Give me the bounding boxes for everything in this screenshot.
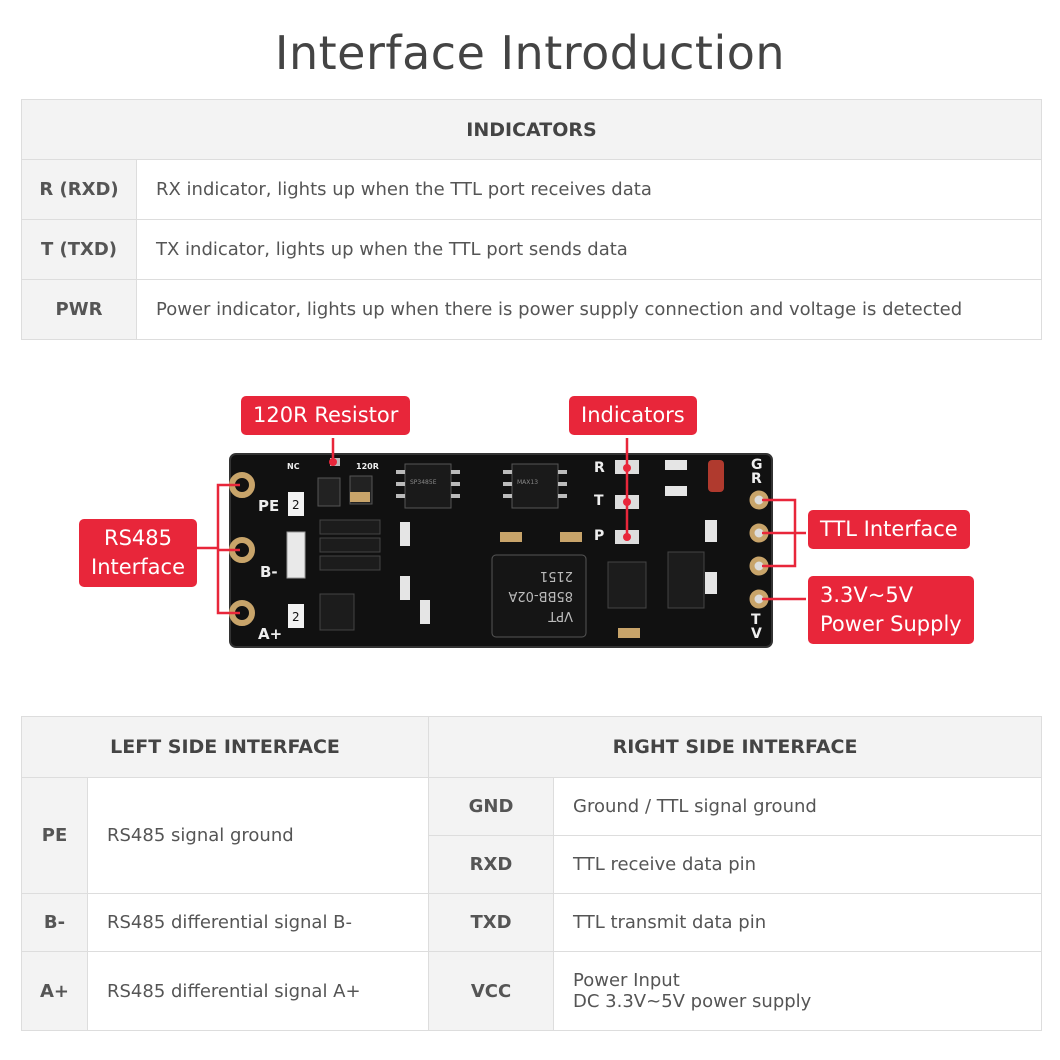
table-row: T (TXD) TX indicator, lights up when the…: [21, 219, 1043, 280]
resistor-2-top: [288, 492, 304, 516]
ic-pins: [396, 470, 567, 498]
table-row: PWR Power indicator, lights up when ther…: [21, 279, 1043, 340]
left-key: B-: [21, 893, 88, 952]
silk-nc: NC: [287, 462, 300, 471]
resistor-2-bottom: [288, 604, 304, 628]
ic-soic-isolator: [511, 463, 559, 509]
indicator-key: PWR: [21, 279, 137, 340]
left-key: A+: [21, 951, 88, 1031]
indicators-header: INDICATORS: [20, 99, 1043, 160]
callout-120r-resistor: 120R Resistor: [241, 396, 411, 435]
left-side-header: LEFT SIDE INTERFACE: [20, 716, 430, 778]
right-desc: Ground / TTL signal ground: [553, 777, 1043, 836]
transformer-text-1: VPT: [548, 608, 573, 623]
capacitor-2: [560, 532, 582, 542]
table-row: RXD TTL receive data pin: [22, 835, 1043, 894]
dot-ind-p: [623, 533, 631, 541]
ic-sot-3: [319, 593, 355, 631]
transformer-vpt: [491, 554, 587, 638]
left-desc: RS485 signal ground: [86, 777, 430, 894]
ic-soic-isolator-label: MAX13: [517, 479, 538, 486]
right-desc-line1: Power Input: [573, 970, 680, 991]
small-resistors: [400, 460, 717, 624]
ic-sot-1: [317, 477, 341, 507]
callout-power-supply: 3.3V~5V Power Supply: [808, 576, 974, 644]
left-desc: RS485 differential signal A+: [86, 951, 430, 1031]
dot-ind-r: [623, 464, 631, 472]
capacitor-1: [500, 532, 522, 542]
table-row: R (RXD) RX indicator, lights up when the…: [21, 159, 1043, 220]
table-row: B- RS485 differential signal B- TXD TTL …: [21, 893, 1043, 952]
left-desc: RS485 differential signal B-: [86, 893, 430, 952]
interfaces-table: LEFT SIDE INTERFACE RIGHT SIDE INTERFACE…: [20, 716, 1043, 1031]
ic-mosfet: [667, 551, 705, 609]
silk-g: G: [751, 457, 763, 473]
callout-rs485: RS485 Interface: [79, 519, 197, 587]
components: 2 2 SP3485E MAX13: [286, 458, 724, 638]
board-svg: PE B- A+ G R T V R T P NC 120R 2 2: [197, 438, 806, 648]
indicator-desc: TX indicator, lights up when the TTL por…: [135, 219, 1043, 280]
right-key: TXD: [428, 893, 555, 952]
silk-ind-r: R: [594, 460, 605, 476]
silk-v: V: [751, 626, 762, 642]
right-key: GND: [428, 777, 555, 836]
board-diagram: PE B- A+ G R T V R T P NC 120R 2 2: [0, 380, 1060, 680]
right-desc-multiline: Power Input DC 3.3V~5V power supply: [553, 951, 1043, 1031]
right-key: RXD: [428, 835, 555, 894]
ic-soic-transceiver-label: SP3485E: [410, 479, 437, 486]
callout-power-line2: Power Supply: [820, 612, 962, 636]
callout-rs485-line1: RS485: [103, 526, 172, 550]
interfaces-header-row: LEFT SIDE INTERFACE RIGHT SIDE INTERFACE: [20, 716, 1043, 778]
right-desc-line2: DC 3.3V~5V power supply: [573, 991, 812, 1012]
resistor-2-top-label: 2: [292, 498, 300, 512]
leader-dots: [329, 458, 631, 541]
callout-rs485-line2: Interface: [91, 555, 186, 579]
dot-ind-t: [623, 498, 631, 506]
diode-1: [319, 519, 381, 535]
transformer-text-3: 2151: [540, 568, 573, 583]
diode-3: [319, 555, 381, 571]
indicators-table: INDICATORS R (RXD) RX indicator, lights …: [20, 99, 1043, 340]
silk-a: A+: [258, 625, 282, 643]
indicator-desc: RX indicator, lights up when the TTL por…: [135, 159, 1043, 220]
resistor-2-bottom-label: 2: [292, 610, 300, 624]
page-title: Interface Introduction: [274, 26, 786, 80]
indicator-desc: Power indicator, lights up when there is…: [135, 279, 1043, 340]
fuse: [708, 460, 724, 492]
left-key: PE: [21, 777, 88, 894]
silk-b: B-: [260, 563, 278, 581]
right-desc: TTL receive data pin: [553, 835, 1043, 894]
silk-ind-p: P: [594, 528, 604, 544]
silk-r: R: [751, 471, 762, 487]
silk-ind-t: T: [594, 493, 604, 509]
callout-ttl-interface: TTL Interface: [808, 510, 970, 549]
indicators-header-row: INDICATORS: [20, 99, 1043, 160]
right-desc: TTL transmit data pin: [553, 893, 1043, 952]
capacitor-3: [618, 628, 640, 638]
tvs-diode: [286, 531, 306, 579]
silk-pe: PE: [258, 497, 279, 515]
silkscreen: PE B- A+ G R T V R T P NC 120R: [258, 457, 763, 643]
indicator-key: T (TXD): [21, 219, 137, 280]
callout-power-line1: 3.3V~5V: [820, 583, 914, 607]
silk-120r: 120R: [356, 462, 379, 471]
callout-indicators: Indicators: [569, 396, 697, 435]
table-row: PE RS485 signal ground GND Ground / TTL …: [21, 777, 1043, 894]
right-side-header: RIGHT SIDE INTERFACE: [428, 716, 1043, 778]
table-row: A+ RS485 differential signal A+ VCC Powe…: [21, 951, 1043, 1031]
ic-regulator: [607, 561, 647, 609]
indicator-key: R (RXD): [21, 159, 137, 220]
dot-120r: [329, 458, 337, 466]
silk-t: T: [751, 612, 761, 628]
capacitor-4: [350, 492, 370, 502]
diode-2: [319, 537, 381, 553]
transformer-text: VPT 85BB-02A 2151: [508, 568, 573, 623]
right-key: VCC: [428, 951, 555, 1031]
transformer-text-2: 85BB-02A: [508, 588, 573, 603]
ic-soic-transceiver: [404, 463, 452, 509]
